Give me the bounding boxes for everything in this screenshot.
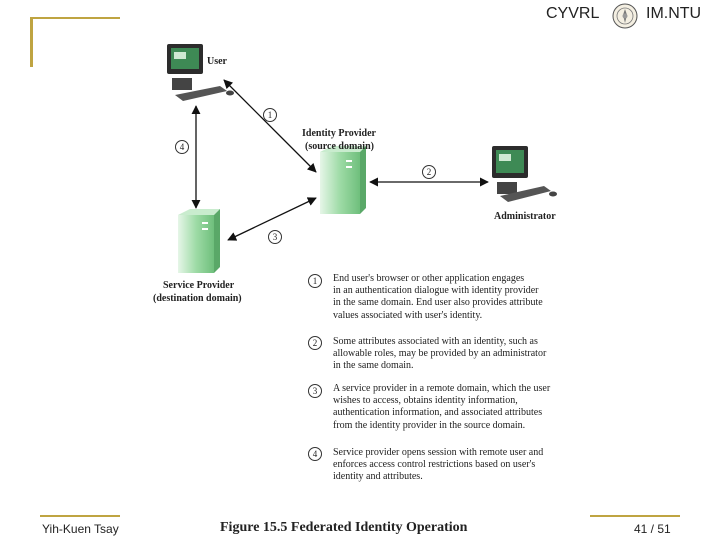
arrow-identity-provider-service-provider: [227, 197, 317, 241]
header-accent-bar: [30, 17, 33, 67]
legend-description-3: A service provider in a remote domain, w…: [333, 383, 551, 431]
legend-badge-1: 1: [308, 274, 322, 288]
legend-badge-2: 2: [308, 336, 322, 350]
legend-description-1: End user's browser or other application …: [333, 273, 543, 321]
header-accent-line: [30, 17, 120, 19]
step-badge-3: 3: [268, 230, 282, 244]
service-provider-domain-label: (destination domain): [153, 293, 242, 304]
legend-description-4: Service provider opens session with remo…: [333, 447, 544, 483]
university-seal-icon: [612, 3, 638, 29]
svg-text:1: 1: [268, 110, 273, 120]
administrator-computer-icon: [492, 146, 557, 202]
identity-provider-label: Identity Provider: [302, 128, 377, 139]
step-badge-2: 2: [422, 165, 436, 179]
footer-accent-line-left: [40, 515, 120, 517]
step-badge-4: 4: [175, 140, 189, 154]
identity-provider-domain-label: (source domain): [305, 141, 374, 152]
svg-text:4: 4: [180, 142, 185, 152]
svg-text:2: 2: [427, 167, 432, 177]
legend-description-2: Some attributes associated with an ident…: [333, 336, 547, 372]
author-name: Yih-Kuen Tsay: [42, 522, 119, 536]
svg-text:1: 1: [313, 276, 318, 286]
lab-name: CYVRL: [546, 5, 600, 22]
svg-text:3: 3: [273, 232, 278, 242]
user-label: User: [207, 56, 228, 67]
user-computer-icon: [167, 44, 234, 101]
legend-badge-3: 3: [308, 384, 322, 398]
svg-text:2: 2: [313, 338, 318, 348]
service-provider-label: Service Provider: [163, 280, 235, 291]
page-number: 41 / 51: [634, 522, 671, 536]
service-provider-server-icon: [178, 209, 220, 273]
administrator-label: Administrator: [494, 211, 556, 222]
figure-caption: Figure 15.5 Federated Identity Operation: [220, 520, 468, 535]
step-badge-1: 1: [263, 108, 277, 122]
svg-text:3: 3: [313, 386, 318, 396]
svg-text:4: 4: [313, 449, 318, 459]
legend-badge-4: 4: [308, 447, 322, 461]
arrow-user-identity-provider: [223, 79, 317, 173]
department-name: IM.NTU: [646, 5, 702, 22]
identity-provider-server-icon: [320, 146, 366, 214]
footer-accent-line-right: [590, 515, 680, 517]
